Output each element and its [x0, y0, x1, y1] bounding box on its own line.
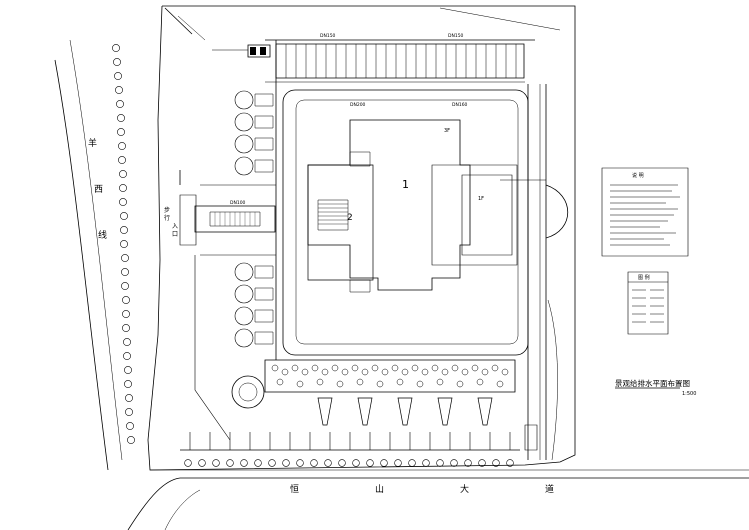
pump-room	[248, 45, 270, 57]
west-road-char-2: 西	[94, 184, 103, 195]
west-road-char-3: 线	[98, 229, 107, 241]
pipe-label-entrance: DN100	[230, 200, 246, 206]
legend-box	[628, 272, 668, 334]
main-building	[308, 120, 470, 290]
east-guardhouse	[525, 425, 537, 450]
south-road-char-3: 大	[460, 483, 469, 495]
pipe-label-ring-1: DN200	[350, 102, 366, 108]
stair-treads	[318, 204, 348, 224]
south-road-curve	[128, 478, 180, 530]
notes-lines	[610, 185, 680, 245]
west-wing-2	[308, 165, 373, 280]
south-road-curve-2	[165, 490, 200, 530]
south-garden-band	[265, 360, 515, 392]
north-parking-stalls	[286, 44, 516, 78]
entrance-gate	[195, 206, 275, 232]
building-notch-n	[350, 152, 370, 166]
east-wing-1f	[462, 175, 512, 255]
drawing-scale: 1:500	[682, 391, 696, 397]
ring-road-outer	[283, 90, 528, 355]
west-road-edge-outer	[55, 60, 108, 470]
west-tree-row	[112, 44, 134, 443]
south-gate-pillars	[318, 398, 492, 425]
east-turnaround	[546, 185, 568, 238]
drawing-title: 景观给排水平面布置图	[615, 378, 690, 388]
entrance-tiles	[215, 212, 255, 226]
legend-heading: 图 例	[638, 274, 650, 281]
east-curve-s	[548, 300, 558, 460]
legend-rows	[628, 282, 668, 322]
west-road-char-1: 羊	[88, 137, 97, 149]
stair-block	[318, 200, 348, 230]
boundary-north-diag	[165, 8, 192, 34]
floors-1f: 1F	[478, 196, 484, 202]
entrance-char-2: 行	[164, 214, 170, 222]
south-tree-row	[185, 460, 514, 467]
building-number-1: 1	[402, 178, 409, 191]
pipe-label-ring-2: DN160	[452, 102, 468, 108]
building-number-2: 2	[347, 213, 353, 223]
south-road-char-2: 山	[375, 484, 384, 495]
building-notch-s	[350, 280, 370, 292]
south-garden-hedge	[272, 365, 508, 387]
boundary-north-diag-2	[178, 16, 205, 40]
west-drain	[195, 255, 230, 440]
sw-round-plaza-inner	[239, 383, 257, 401]
west-road-edge-inner	[70, 40, 122, 460]
pipe-label-north-1: DN150	[320, 33, 336, 39]
south-road-char-1: 恒	[290, 483, 299, 495]
west-gatehouse	[180, 195, 196, 245]
sw-round-plaza	[232, 376, 264, 408]
entrance-char-4: 口	[172, 231, 178, 238]
pump-fill	[250, 47, 266, 55]
south-road-char-4: 道	[545, 483, 554, 495]
west-planter-pads	[255, 94, 273, 344]
west-planters	[235, 91, 253, 347]
entrance-char-1: 步	[164, 206, 170, 214]
north-parking	[276, 44, 524, 78]
notes-heading: 说 明	[632, 172, 644, 179]
floors-3f: 3F	[444, 128, 450, 134]
notes-panel	[602, 168, 688, 256]
ne-boundary	[440, 8, 560, 30]
pipe-label-north-2: DN150	[448, 33, 464, 39]
entrance-char-3: 入	[172, 223, 178, 230]
main-building-courtyard	[432, 165, 517, 265]
site-boundary	[148, 6, 575, 470]
south-fence-posts	[190, 432, 510, 450]
ring-road-inner	[296, 100, 518, 344]
